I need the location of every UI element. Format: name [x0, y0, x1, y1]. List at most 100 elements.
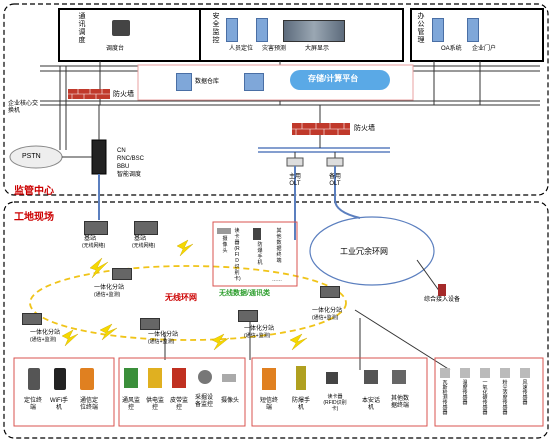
- rnc-label: RNC/BSC: [117, 156, 145, 162]
- firewall-mid-label: 防火墙: [354, 125, 375, 132]
- intrinsic-phone-icon: [364, 370, 378, 384]
- bottom-g4-item-2: 温度传感器: [462, 380, 468, 406]
- camera-icon: [222, 374, 236, 382]
- security-item-3: 大屏显示: [305, 46, 330, 52]
- pstn-label: PSTN: [22, 153, 41, 160]
- wireless-data-label: 无线数据/通讯类: [219, 290, 270, 297]
- bottom-g3-item-4: 本安话机: [362, 398, 381, 411]
- bottom-g4-item-5: 风速传感器: [522, 380, 528, 406]
- dispatch-vertical-label: 通讯调度: [78, 13, 86, 44]
- site-region: [3, 201, 549, 439]
- substation-icon: [238, 310, 258, 322]
- other-terminals-label: 其他数据终端: [276, 228, 282, 264]
- bottom-g2-item-5: 摄像头: [220, 398, 239, 404]
- camera-label: 摄像头: [222, 236, 228, 254]
- integrated-access-label: 综合接入设备: [424, 297, 461, 303]
- olt-backup-label: 备用OLT: [328, 174, 341, 187]
- security-item-1: 人员定位: [229, 46, 254, 52]
- olt-primary-label: 主用OLT: [288, 174, 301, 187]
- substation-icon: [22, 313, 42, 325]
- bottom-g3-item-5: 其他数据终端: [390, 396, 409, 409]
- dispatch-console-icon: [112, 20, 130, 36]
- bottom-g1-item-2: WiFi手机: [50, 398, 68, 411]
- access-device-icon: [438, 284, 446, 296]
- phone-icon: [253, 228, 261, 240]
- bottom-g3-item-1: 短信终端: [260, 398, 279, 411]
- monitor-center-region: [3, 3, 549, 196]
- locator-terminal-icon: [28, 368, 40, 390]
- office-vertical-label: 办公管理: [417, 13, 425, 44]
- cn-label: CN: [117, 148, 126, 154]
- wireless-ring-label: 无线环网: [165, 293, 197, 302]
- bbu-label: BBU: [117, 164, 130, 170]
- camera-icon: [217, 228, 231, 234]
- base-station-sub: (无线网络): [82, 243, 106, 249]
- bottom-g2-item-4: 采掘设备监控: [195, 395, 214, 408]
- security-vertical-label: 安全监控: [212, 13, 220, 44]
- comm-locator-icon: [80, 368, 94, 390]
- substation-label-4: 一体化分站: [244, 326, 275, 332]
- firewall-mid: [292, 123, 350, 135]
- substation-label-1: 一体化分站: [94, 285, 125, 291]
- data-terminal-icon: [392, 370, 406, 384]
- base-station-icon: [84, 221, 108, 235]
- site-title: 工地现场: [14, 212, 54, 223]
- substation-sub-2: (通信+监测): [30, 337, 57, 343]
- bottom-g2-item-3: 皮带监控: [170, 398, 189, 411]
- bottom-g4-item-1: 瓦斯检测传感器: [442, 380, 448, 416]
- substation-sub-5: (通信+监测): [312, 315, 339, 321]
- bottom-g4-item-4: 粉尘浓度传感器: [502, 380, 508, 416]
- base-station-sub-2: (无线网络): [132, 243, 156, 249]
- substation-icon: [320, 286, 340, 298]
- bottom-g1-item-1: 定位终端: [24, 398, 43, 411]
- bottom-g2-item-1: 通风监控: [122, 398, 141, 411]
- sms-terminal-icon: [262, 368, 276, 390]
- reader-icon: [326, 372, 338, 384]
- cloud-label: 存储/计算平台: [308, 74, 359, 83]
- substation-icon: [140, 318, 160, 330]
- bottom-g2-item-2: 供电监控: [146, 398, 165, 411]
- industrial-ring-label: 工业冗余环网: [340, 247, 388, 256]
- database-server-icon: [176, 73, 192, 91]
- substation-label-2: 一体化分站: [30, 330, 61, 336]
- dust-sensor-icon: [500, 368, 510, 378]
- substation-sub-3: (通信+监测): [148, 339, 175, 345]
- firewall-top-label: 防火墙: [113, 91, 134, 98]
- substation-sub-1: (通信+监测): [94, 292, 121, 298]
- cloud-icon: [290, 70, 390, 90]
- co-sensor-icon: [480, 368, 490, 378]
- bottom-g3-item-2: 防爆手机: [292, 398, 311, 411]
- base-station-label-2: 基站: [134, 236, 147, 242]
- database-label: 数据仓库: [195, 79, 220, 85]
- base-station-label: 基站: [84, 236, 97, 242]
- office-item-1: OA系统: [441, 46, 462, 52]
- base-station-icon: [134, 221, 158, 235]
- server-icon: [256, 18, 268, 42]
- bottom-g3-item-3: 读卡器(RFID识别卡): [323, 394, 347, 412]
- substation-sub-4: (通信+监测): [244, 333, 271, 339]
- excavation-icon: [198, 370, 212, 384]
- belt-icon: [172, 368, 186, 388]
- dispatch-device-label: 调度台: [106, 46, 125, 52]
- video-wall-icon: [283, 20, 345, 42]
- server-icon: [467, 18, 479, 42]
- dots-1: ……: [272, 277, 282, 283]
- bottom-g4-item-3: 一氧化碳传感器: [482, 380, 488, 416]
- server-icon: [226, 18, 238, 42]
- wind-sensor-icon: [520, 368, 530, 378]
- smart-dispatch-label: 智能调度: [117, 172, 142, 178]
- substation-label-3: 一体化分站: [148, 332, 179, 338]
- explosion-phone-label: 防爆手机: [257, 242, 263, 266]
- storage-server-icon: [244, 73, 264, 91]
- core-switch-label: 企业核心交换机: [8, 101, 39, 114]
- substation-icon: [112, 268, 132, 280]
- bottom-g1-item-3: 通信定位终端: [79, 398, 98, 411]
- server-icon: [432, 18, 444, 42]
- explosion-phone-icon: [296, 366, 306, 390]
- office-item-2: 企业门户: [472, 46, 497, 52]
- monitor-center-title: 监管中心: [14, 186, 54, 197]
- security-item-2: 灾害预测: [262, 46, 287, 52]
- substation-label-5: 一体化分站: [312, 308, 343, 314]
- temp-sensor-icon: [460, 368, 470, 378]
- firewall-top: [68, 89, 110, 99]
